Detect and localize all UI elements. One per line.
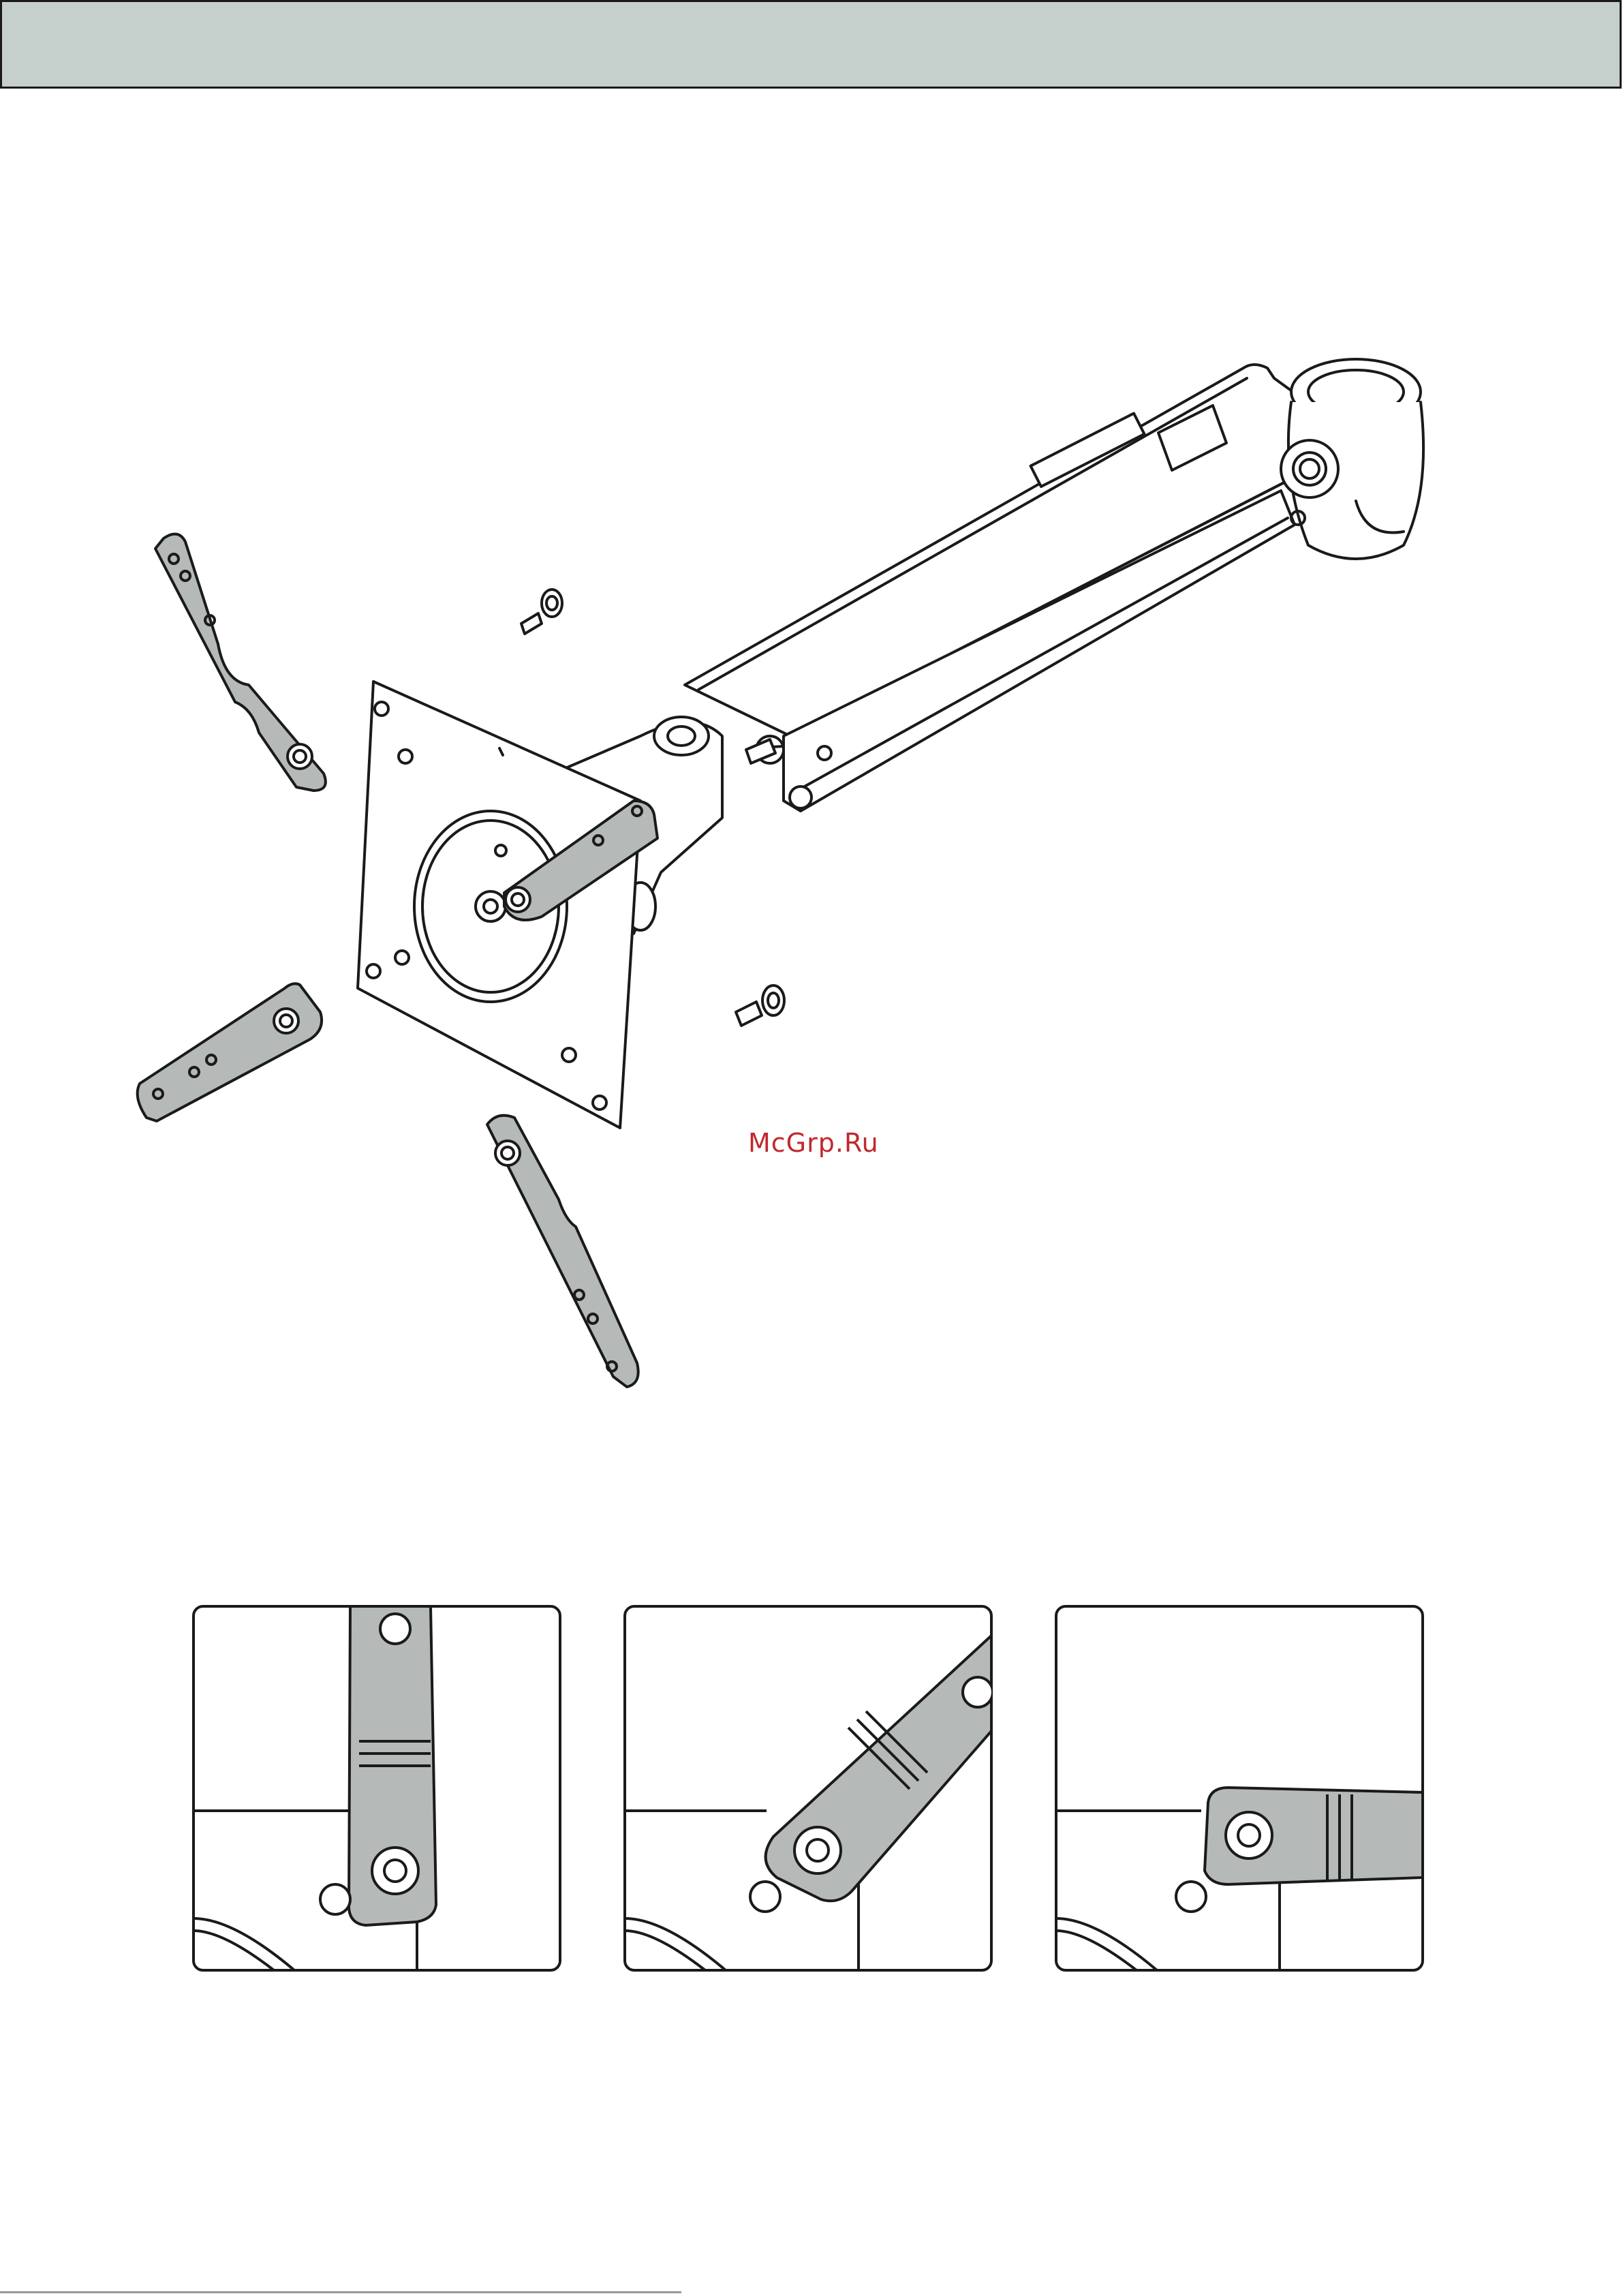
adapter-bracket-lower-left: [138, 983, 322, 1121]
detail-panel-horizontal: [1055, 1605, 1424, 1972]
vesa-plate: [358, 682, 640, 1128]
adapter-bracket-bottom: [487, 1116, 638, 1387]
arm-clamp-head: [1281, 359, 1423, 559]
header-bar: [0, 0, 1622, 89]
adapter-bracket-top-left: [155, 534, 326, 791]
detail-panel-vertical: [192, 1605, 561, 1972]
footer-rule: [0, 2291, 681, 2293]
detail-panel-diagonal: [623, 1605, 993, 1972]
watermark: McGrp.Ru: [748, 1128, 879, 1158]
monitor-arm-illustration: [0, 327, 1623, 1418]
screw-bottom: [736, 985, 784, 1026]
screw-top: [521, 590, 562, 634]
